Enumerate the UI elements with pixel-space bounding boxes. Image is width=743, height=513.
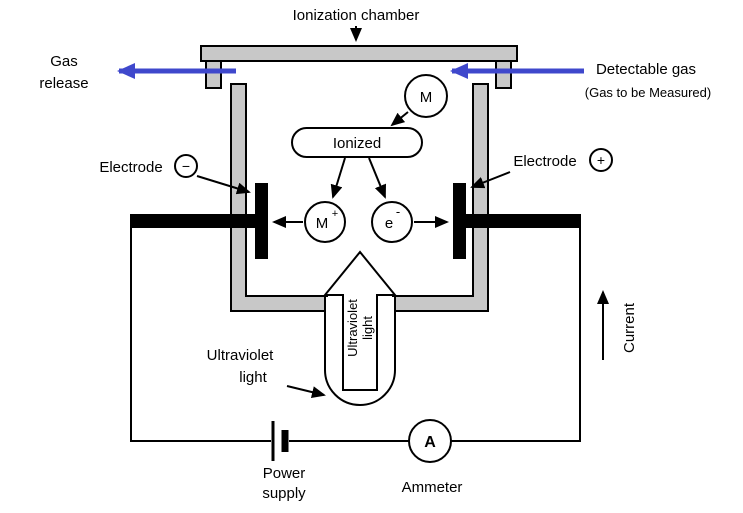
gas-release-label-2: release bbox=[39, 75, 88, 92]
detectable-gas-sublabel: (Gas to be Measured) bbox=[585, 85, 711, 100]
minus-sign: − bbox=[182, 158, 190, 174]
gas-release-label-1: Gas bbox=[50, 53, 78, 70]
minus-sign-circle bbox=[174, 154, 198, 178]
arrow-uv-label bbox=[286, 385, 326, 398]
uv-vertical-label-1: Ultraviolet bbox=[345, 299, 360, 357]
uv-vertical-label-2: light bbox=[360, 316, 375, 340]
chamber-lid bbox=[200, 45, 518, 62]
ion-label: M bbox=[316, 215, 329, 232]
molecule-circle bbox=[404, 74, 448, 118]
uv-label-1: Ultraviolet bbox=[207, 347, 275, 364]
electron-label: e bbox=[385, 215, 393, 232]
arrow-ionized-to-ion bbox=[330, 157, 346, 199]
arrow-electrode-right-label bbox=[470, 171, 511, 189]
power-supply-label-2: supply bbox=[262, 485, 306, 502]
arrow-ionized-to-electron bbox=[368, 157, 386, 199]
chamber-title: Ionization chamber bbox=[293, 7, 420, 24]
electrode-positive-plate bbox=[453, 183, 466, 259]
power-supply-label-1: Power bbox=[263, 465, 306, 482]
chamber-wall-right bbox=[392, 83, 489, 312]
circuit-wire-left bbox=[130, 228, 271, 442]
detectable-gas-label: Detectable gas bbox=[596, 61, 696, 78]
arrow-molecule-to-ionized bbox=[390, 111, 409, 127]
chamber-lid-skirt-right bbox=[495, 60, 512, 89]
wire-electrode-right bbox=[464, 214, 581, 228]
ammeter-symbol: A bbox=[424, 434, 436, 451]
uv-label-2: light bbox=[239, 369, 267, 386]
plus-sign: + bbox=[597, 152, 605, 168]
ionized-box bbox=[291, 127, 423, 158]
chamber-lid-skirt-left bbox=[205, 60, 222, 89]
electron-circle bbox=[371, 201, 413, 243]
uv-light-arrow bbox=[322, 250, 398, 391]
ion-circle bbox=[304, 201, 346, 243]
chamber-wall-left bbox=[230, 83, 328, 312]
current-label: Current bbox=[621, 302, 638, 353]
plus-sign-circle bbox=[589, 148, 613, 172]
molecule-label: M bbox=[420, 89, 433, 106]
arrow-electrode-left-label bbox=[196, 175, 251, 195]
ion-superscript: + bbox=[332, 208, 338, 220]
wire-electrode-left bbox=[130, 214, 257, 228]
electrode-negative-plate bbox=[255, 183, 268, 259]
ammeter-label: Ammeter bbox=[402, 479, 463, 496]
ionized-label: Ionized bbox=[333, 135, 381, 152]
electron-superscript: - bbox=[396, 204, 400, 219]
circuit-wire-right bbox=[451, 228, 581, 442]
electrode-left-label: Electrode bbox=[99, 159, 162, 176]
electrode-right-label: Electrode bbox=[513, 153, 576, 170]
